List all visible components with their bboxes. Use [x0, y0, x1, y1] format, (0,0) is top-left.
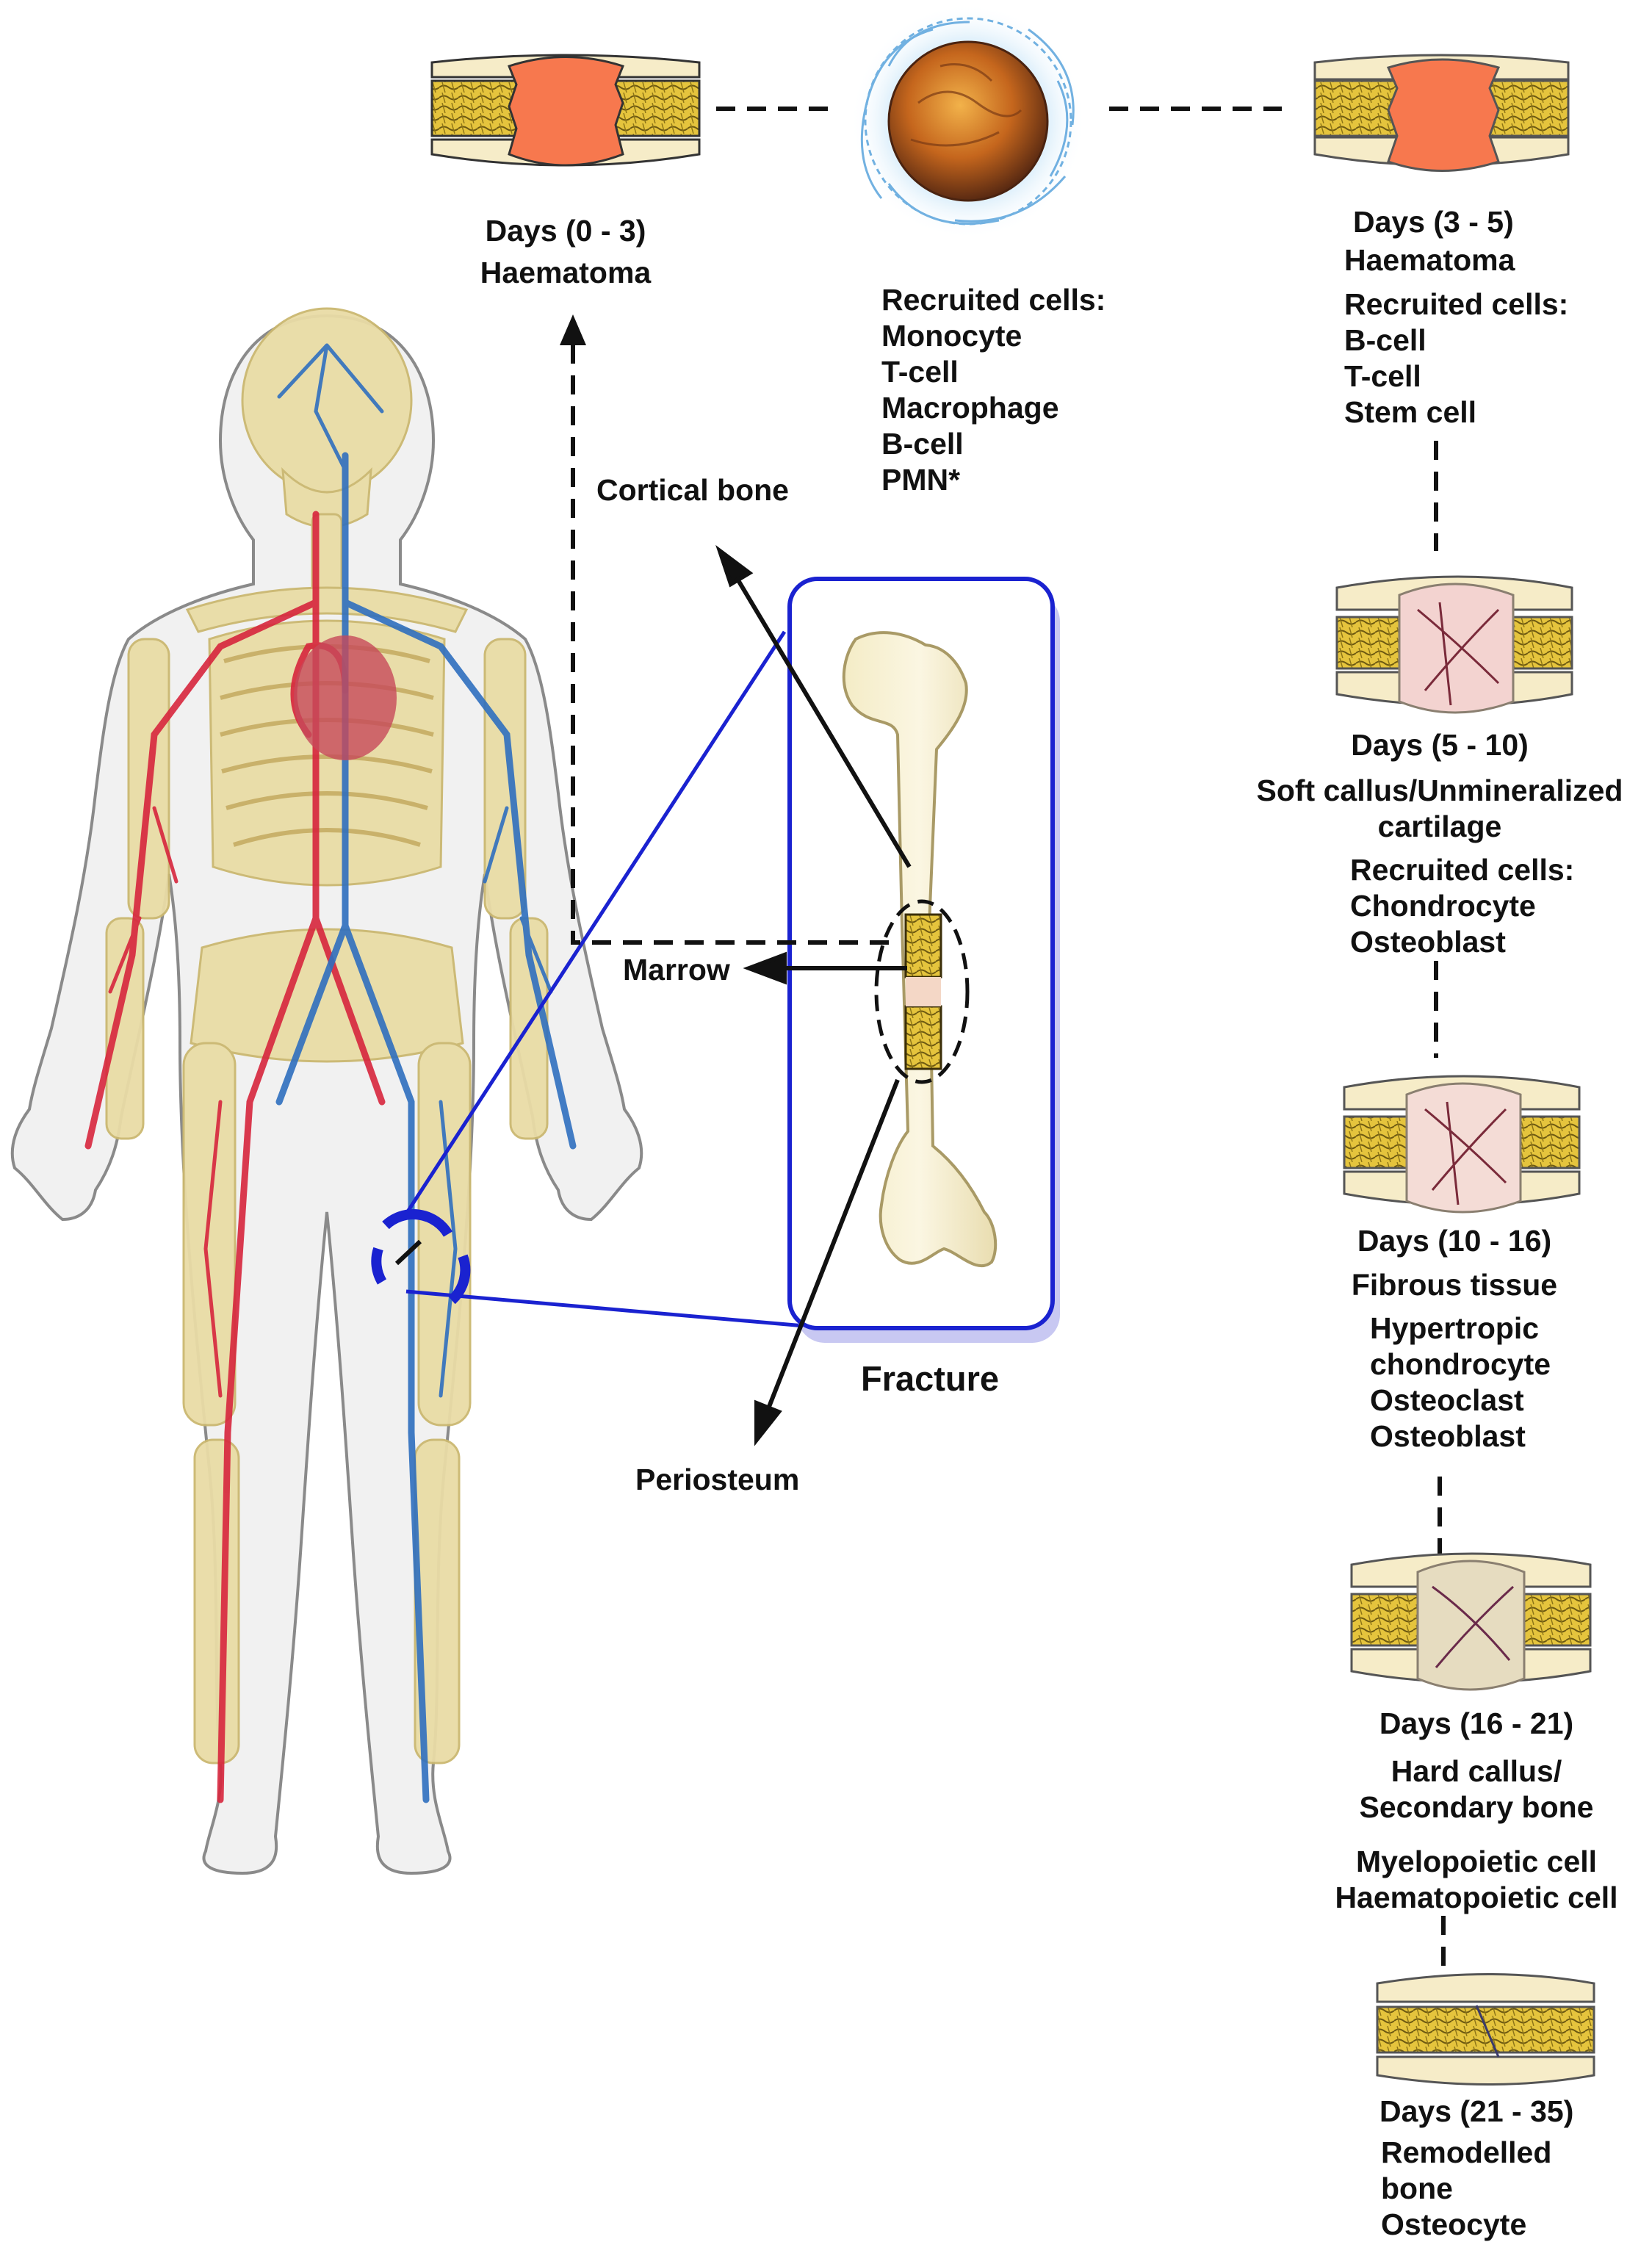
- cell-days-10-16-2: chondrocyte: [1370, 1347, 1551, 1381]
- stage-tissue-days-21-35-line1: Remodelled: [1381, 2135, 1552, 2169]
- fracture-zone: [874, 899, 970, 1084]
- recruited-cell-early-3: Macrophage: [881, 391, 1059, 425]
- stage-tissue-days-5-10-line2: cartilage: [1377, 810, 1502, 843]
- recruited-cell-days-5-10-2: Osteoblast: [1350, 925, 1506, 959]
- stage-days-5-10: Days (5 - 10): [1351, 728, 1529, 762]
- stage-tissue-days-0-3: Haematoma: [480, 256, 652, 289]
- stage-tissue-days-10-16: Fibrous tissue: [1351, 1268, 1558, 1302]
- recruited-heading-days-5-10: Recruited cells:: [1350, 853, 1575, 887]
- recruited-cell-early-4: B-cell: [881, 427, 964, 461]
- cell-days-10-16-3: Osteoclast: [1370, 1383, 1524, 1417]
- label-cortical-bone: Cortical bone: [596, 473, 789, 507]
- recruited-cell-early-2: T-cell: [881, 355, 959, 389]
- skeleton: [105, 307, 549, 1764]
- recruited-cell-days-5-10-1: Chondrocyte: [1350, 889, 1536, 923]
- cell-days-16-21-1: Myelopoietic cell: [1355, 1845, 1598, 1878]
- stage-tissue-days-21-35-line2: bone: [1381, 2171, 1453, 2205]
- stage-illustration-days-3-5: [1313, 54, 1570, 172]
- stage-tissue-days-16-21-line1: Hard callus/: [1391, 1754, 1562, 1788]
- recruited-cell-days-3-5-1: B-cell: [1344, 323, 1426, 357]
- label-periosteum: Periosteum: [635, 1463, 800, 1496]
- cell-days-10-16-4: Osteoblast: [1370, 1419, 1526, 1453]
- stage-illustration-days-10-16: [1343, 1075, 1581, 1214]
- arrow-up-to-haematoma: [560, 314, 586, 345]
- stage-days-16-21: Days (16 - 21): [1379, 1706, 1574, 1740]
- stage-days-21-35: Days (21 - 35): [1379, 2094, 1574, 2128]
- heart: [294, 635, 397, 760]
- recruited-cell-illustration: [851, 4, 1086, 239]
- stage-illustration-days-21-35: [1376, 1973, 1595, 2086]
- cell-days-10-16-1: Hypertropic: [1370, 1311, 1540, 1345]
- label-arrows: [715, 544, 912, 1446]
- recruited-cell-early-5: PMN*: [881, 463, 961, 497]
- recruited-cell-early-1: Monocyte: [881, 319, 1022, 353]
- label-fracture: Fracture: [861, 1359, 1000, 1398]
- dashed-pathway: [571, 107, 1446, 1980]
- stage-illustration-days-16-21: [1350, 1552, 1592, 1691]
- label-marrow: Marrow: [623, 953, 730, 987]
- stage-illustration-days-5-10: [1335, 575, 1573, 714]
- stage-tissue-days-16-21-line2: Secondary bone: [1359, 1790, 1594, 1824]
- stage-tissue-days-3-5: Haematoma: [1344, 243, 1515, 277]
- recruited-cell-days-3-5-3: Stem cell: [1344, 395, 1477, 429]
- stage-tissue-days-5-10-line1: Soft callus/Unmineralized: [1256, 774, 1623, 807]
- stage-days-10-16: Days (10 - 16): [1357, 1224, 1552, 1258]
- cell-days-21-35-1: Osteocyte: [1381, 2207, 1527, 2241]
- cell-days-16-21-2: Haematopoietic cell: [1335, 1881, 1618, 1914]
- recruited-cell-days-3-5-2: T-cell: [1344, 359, 1421, 393]
- fracture-line: [394, 1239, 422, 1266]
- stage-days-0-3: Days (0 - 3): [485, 214, 646, 248]
- human-figure-illustration: [10, 307, 643, 1875]
- zoom-connector-lines: [400, 630, 805, 1328]
- recruited-heading-days-3-5: Recruited cells:: [1344, 287, 1569, 321]
- stage-illustration-days-0-3: [430, 54, 701, 167]
- stage-days-3-5: Days (3 - 5): [1353, 205, 1514, 239]
- recruited-heading-early: Recruited cells:: [881, 283, 1106, 317]
